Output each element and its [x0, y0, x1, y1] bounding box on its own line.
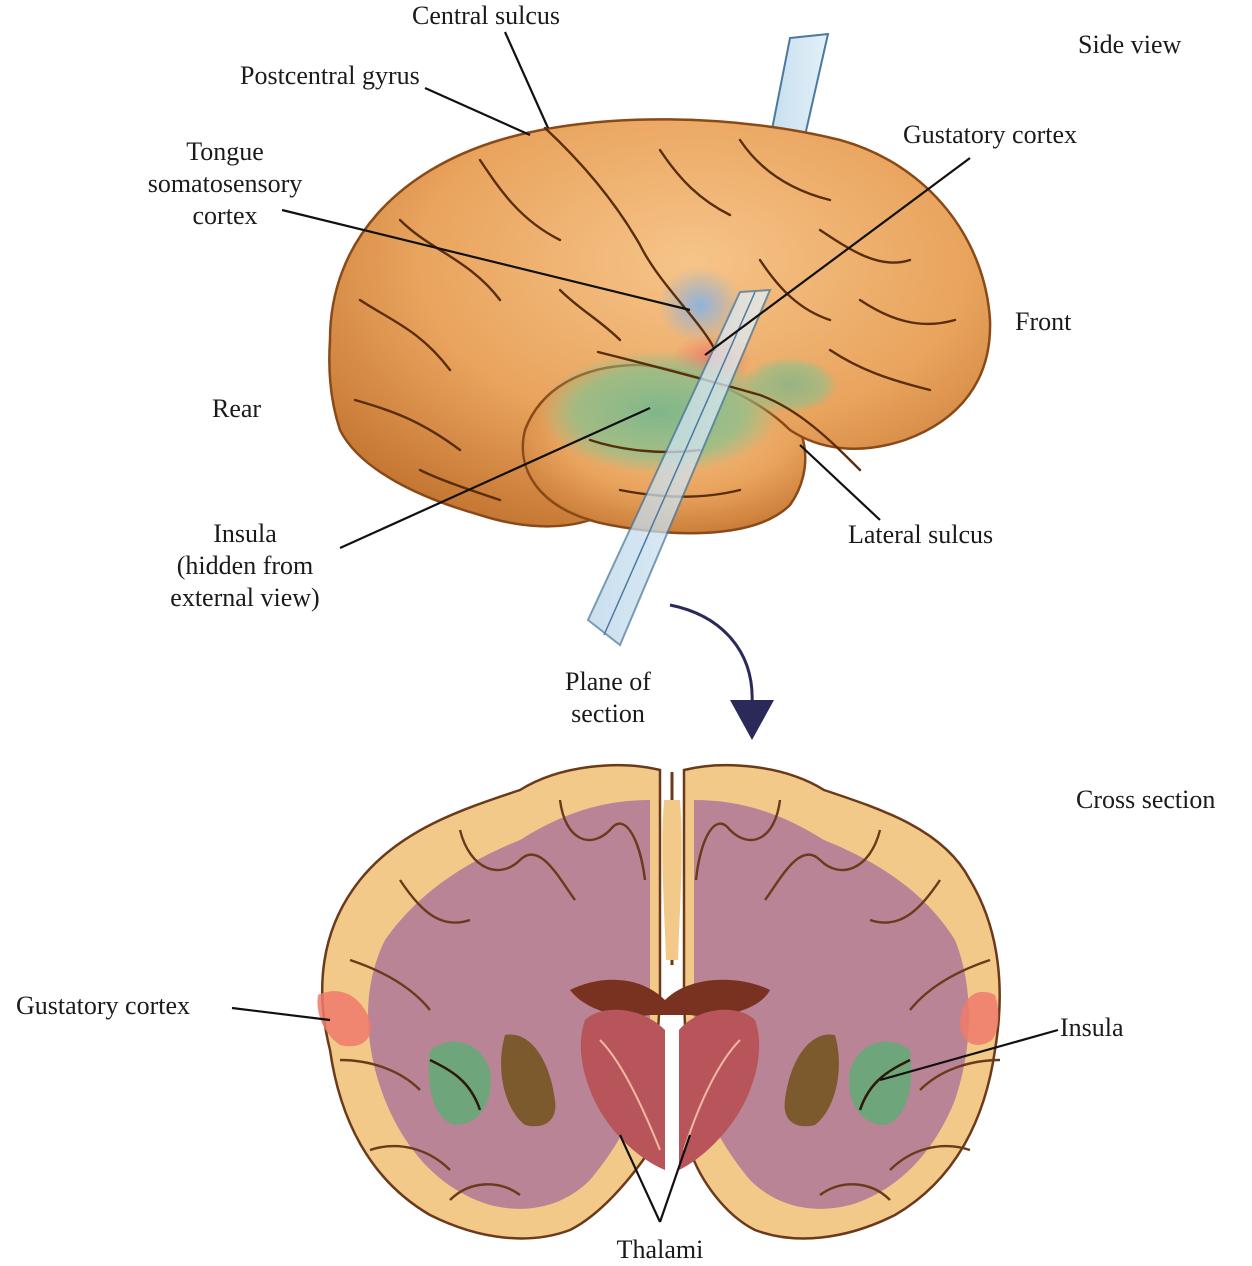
- label-insula-2: (hidden from: [177, 551, 313, 580]
- label-insula-3: external view): [170, 583, 319, 612]
- label-central-sulcus: Central sulcus: [412, 1, 560, 30]
- label-insula-cross: Insula: [1060, 1013, 1124, 1042]
- label-lateral-sulcus: Lateral sulcus: [848, 520, 993, 549]
- insula-area-front: [742, 357, 838, 413]
- section-arrow: [670, 605, 774, 740]
- cross-section-brain: [317, 765, 1000, 1238]
- view-label-side: Side view: [1078, 30, 1181, 59]
- side-view-brain: [329, 34, 990, 645]
- leader-lateral-sulcus: [800, 445, 880, 520]
- label-postcentral-gyrus: Postcentral gyrus: [240, 61, 420, 90]
- view-label-cross: Cross section: [1076, 785, 1215, 814]
- label-tongue-3: cortex: [193, 201, 258, 230]
- label-tongue-2: somatosensory: [148, 169, 303, 198]
- label-tongue-1: Tongue: [186, 137, 264, 166]
- label-plane-1: Plane of: [565, 667, 651, 696]
- leader-postcentral-gyrus: [425, 88, 530, 135]
- leader-gustatory-cross: [232, 1008, 330, 1020]
- label-plane-2: section: [571, 699, 645, 728]
- label-thalami: Thalami: [617, 1235, 704, 1264]
- leader-central-sulcus: [505, 32, 548, 128]
- label-gustatory-cortex-side: Gustatory cortex: [903, 120, 1077, 149]
- fissure-fill: [662, 800, 681, 960]
- label-insula-1: Insula: [213, 519, 277, 548]
- label-front: Front: [1015, 307, 1072, 336]
- label-gustatory-cortex-cross: Gustatory cortex: [16, 991, 190, 1020]
- label-rear: Rear: [212, 394, 261, 423]
